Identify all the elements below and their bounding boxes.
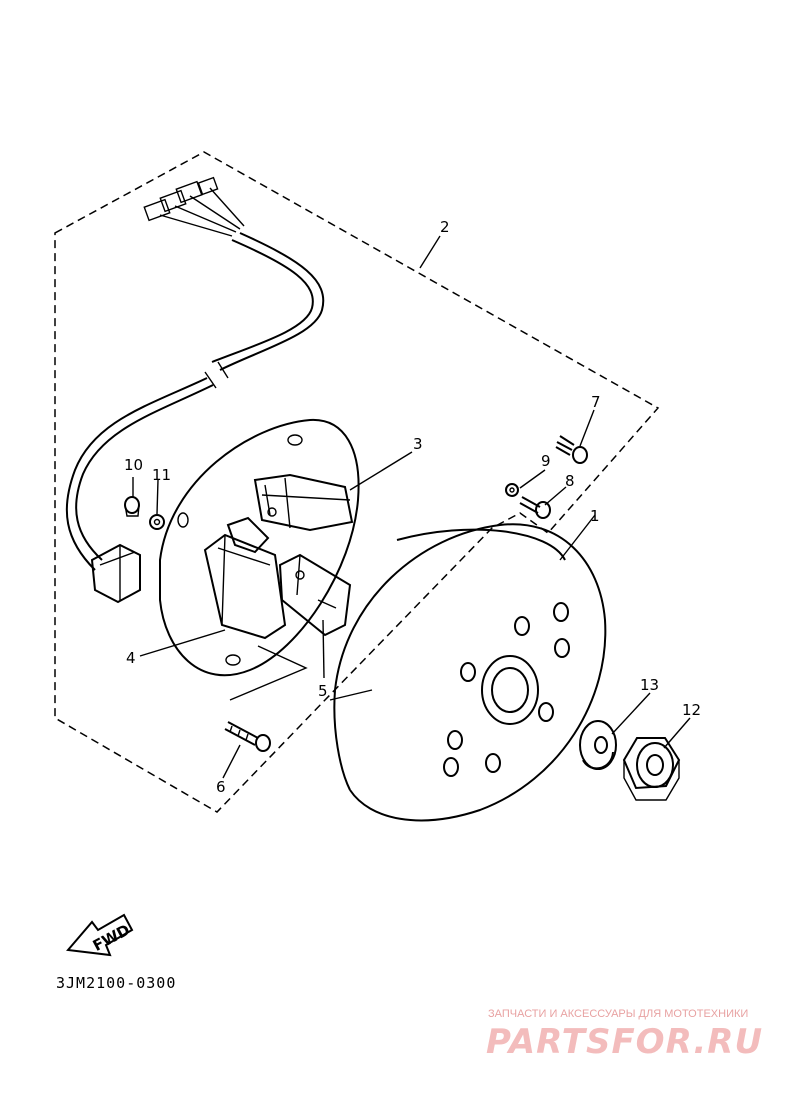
callout-6: 6 [216,778,226,796]
callout-4: 4 [126,649,136,667]
washer-part-11 [149,514,165,530]
screw-part-6 [224,721,271,752]
callout-1: 1 [590,507,600,525]
pickup-coil-part-5 [278,553,352,637]
assembly-boundary [54,151,660,813]
diagram-part-code: 3JM2100-0300 [56,974,177,992]
screw-part-7 [555,435,588,464]
watermark-tagline: ЗАПЧАСТИ И АКСЕССУАРЫ ДЛЯ МОТОТЕХНИКИ [488,1008,749,1020]
screw-part-8 [519,496,551,519]
stator-base-plate [159,418,360,677]
callout-9: 9 [541,452,551,470]
wire-harness [65,176,325,604]
washer-part-13 [579,720,617,770]
fwd-arrow-icon: FWD [66,913,134,957]
callout-2: 2 [440,218,450,236]
nut-part-12 [622,737,681,801]
callout-3: 3 [413,435,423,453]
fwd-label: FWD [90,921,133,955]
rotor-part-1 [333,523,607,822]
callout-5: 5 [318,682,328,700]
screw-part-10 [124,496,140,517]
washer-part-9 [505,483,519,497]
source-coil-part-4 [203,516,287,640]
charge-coil-part-3 [253,473,354,532]
callout-8: 8 [565,472,575,490]
callout-12: 12 [682,701,701,719]
watermark-logo: PARTSFOR.RU [486,1022,764,1062]
callout-13: 13 [640,676,659,694]
callout-10: 10 [124,456,143,474]
leader-lines [132,235,691,779]
callout-7: 7 [591,393,601,411]
callout-11: 11 [152,466,171,484]
